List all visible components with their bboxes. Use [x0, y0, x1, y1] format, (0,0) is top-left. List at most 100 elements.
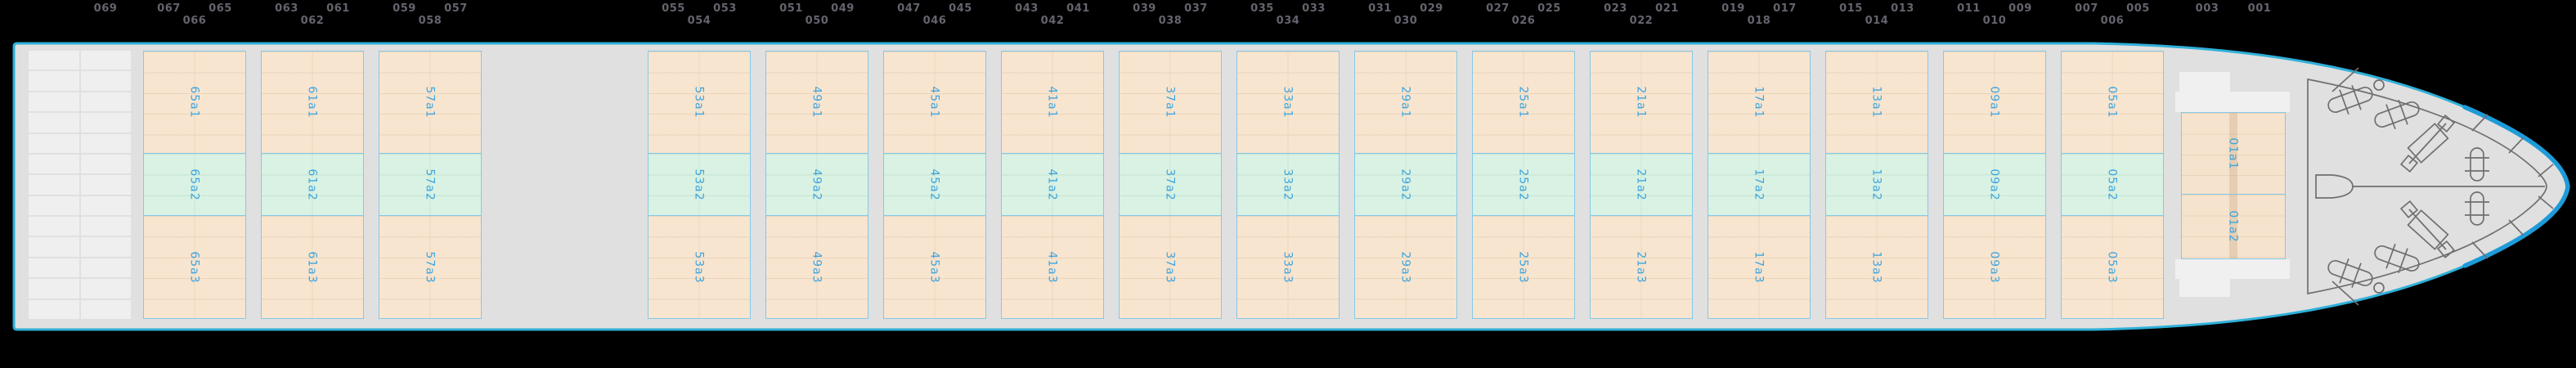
cabin-65a2[interactable]: 65a2: [143, 153, 246, 216]
cabin-label: 65a2: [188, 168, 201, 201]
stern-grid-cell: [29, 195, 79, 216]
cabin-label: 57a1: [424, 86, 437, 119]
cabin-41a3[interactable]: 41a3: [1001, 215, 1104, 319]
frame-label-025: 025: [1537, 2, 1561, 15]
frame-label-009: 009: [2008, 2, 2032, 15]
bow-edge-accent: [2462, 105, 2570, 268]
cabin-21a2[interactable]: 21a2: [1590, 153, 1693, 216]
cabin-09a3[interactable]: 09a3: [1943, 215, 2046, 319]
cabin-49a2[interactable]: 49a2: [765, 153, 868, 216]
cabin-37a1[interactable]: 37a1: [1119, 51, 1222, 154]
cabin-21a1[interactable]: 21a1: [1590, 51, 1693, 154]
frame-label-042: 042: [1040, 15, 1065, 27]
cabin-label: 49a2: [810, 168, 824, 201]
cabin-37a3[interactable]: 37a3: [1119, 215, 1222, 319]
cabin-29a1[interactable]: 29a1: [1354, 51, 1457, 154]
frame-label-015: 015: [1839, 2, 1863, 15]
cabin-33a1[interactable]: 33a1: [1236, 51, 1340, 154]
capstan-stbd: [2465, 191, 2489, 226]
cabin-13a1[interactable]: 13a1: [1825, 51, 1928, 154]
cabin-17a1[interactable]: 17a1: [1708, 51, 1811, 154]
cabin-label: 49a1: [810, 86, 824, 119]
cabin-45a1[interactable]: 45a1: [883, 51, 986, 154]
cabin-45a2[interactable]: 45a2: [883, 153, 986, 216]
stern-grid-cell: [80, 237, 131, 257]
cabin-label: 21a3: [1635, 250, 1648, 284]
cabin-label: 05a1: [2106, 86, 2119, 119]
cabin-label: 49a3: [810, 250, 824, 284]
stern-grid-cell: [29, 133, 79, 153]
cabin-25a2[interactable]: 25a2: [1472, 153, 1575, 216]
stern-grid-cell: [29, 299, 79, 319]
d-bollard: [2315, 174, 2354, 199]
cabin-25a3[interactable]: 25a3: [1472, 215, 1575, 319]
cabin-01a1[interactable]: 01a1: [2181, 112, 2286, 195]
cabin-61a1[interactable]: 61a1: [261, 51, 364, 154]
cabin-37a2[interactable]: 37a2: [1119, 153, 1222, 216]
cabin-33a2[interactable]: 33a2: [1236, 153, 1340, 216]
cabin-17a3[interactable]: 17a3: [1708, 215, 1811, 319]
frame-label-045: 045: [949, 2, 972, 15]
cabin-09a1[interactable]: 09a1: [1943, 51, 2046, 154]
mooring-winch-stbd-outer: [2327, 258, 2373, 289]
cabin-label: 29a1: [1399, 86, 1412, 119]
cabin-53a2[interactable]: 53a2: [648, 153, 751, 216]
frame-label-021: 021: [1655, 2, 1679, 15]
frame-label-031: 031: [1368, 2, 1392, 15]
cabin-41a1[interactable]: 41a1: [1001, 51, 1104, 154]
cabin-09a2[interactable]: 09a2: [1943, 153, 2046, 216]
cabin-05a1[interactable]: 05a1: [2061, 51, 2164, 154]
cabin-61a2[interactable]: 61a2: [261, 153, 364, 216]
deck-structure: [2179, 72, 2230, 92]
frame-label-011: 011: [1957, 2, 1981, 15]
cabin-13a2[interactable]: 13a2: [1825, 153, 1928, 216]
bulwark-tick: [2331, 67, 2359, 92]
cabin-13a3[interactable]: 13a3: [1825, 215, 1928, 319]
cabin-25a1[interactable]: 25a1: [1472, 51, 1575, 154]
cabin-41a2[interactable]: 41a2: [1001, 153, 1104, 216]
cabin-label: 37a1: [1164, 86, 1177, 119]
cabin-label: 13a1: [1870, 86, 1883, 119]
bulwark-tick: [2331, 280, 2359, 306]
cabin-29a2[interactable]: 29a2: [1354, 153, 1457, 216]
cabin-block-37: 37a1 37a2 37a3: [1119, 51, 1222, 321]
cabin-45a3[interactable]: 45a3: [883, 215, 986, 319]
forecastle-structure: [2307, 67, 2554, 306]
stern-grid-cell: [29, 217, 79, 236]
stern-grid-cell: [80, 299, 131, 319]
cabin-29a3[interactable]: 29a3: [1354, 215, 1457, 319]
cabin-05a3[interactable]: 05a3: [2061, 215, 2164, 319]
cabin-49a1[interactable]: 49a1: [765, 51, 868, 154]
cabin-65a1[interactable]: 65a1: [143, 51, 246, 154]
frame-label-061: 061: [326, 2, 350, 15]
cabin-57a2[interactable]: 57a2: [379, 153, 482, 216]
cabin-61a3[interactable]: 61a3: [261, 215, 364, 319]
cabin-01a2[interactable]: 01a2: [2181, 194, 2286, 259]
cabin-33a3[interactable]: 33a3: [1236, 215, 1340, 319]
cabin-label: 33a3: [1281, 250, 1295, 284]
cabin-57a3[interactable]: 57a3: [379, 215, 482, 319]
cabin-65a3[interactable]: 65a3: [143, 215, 246, 319]
frame-tick: [2471, 241, 2488, 259]
capstan-port: [2465, 147, 2489, 182]
stern-grid-cell: [80, 279, 131, 298]
cabin-53a3[interactable]: 53a3: [648, 215, 751, 319]
mooring-winch-stbd-inner: [2374, 243, 2420, 274]
cabin-label: 37a2: [1164, 168, 1177, 201]
cabin-21a3[interactable]: 21a3: [1590, 215, 1693, 319]
cabin-label: 61a2: [306, 168, 319, 201]
cabin-label: 25a1: [1517, 86, 1530, 119]
cabin-57a1[interactable]: 57a1: [379, 51, 482, 154]
cabin-49a3[interactable]: 49a3: [765, 215, 868, 319]
cabin-05a2[interactable]: 05a2: [2061, 153, 2164, 216]
cabin-17a2[interactable]: 17a2: [1708, 153, 1811, 216]
cabin-53a1[interactable]: 53a1: [648, 51, 751, 154]
frame-label-035: 035: [1250, 2, 1274, 15]
